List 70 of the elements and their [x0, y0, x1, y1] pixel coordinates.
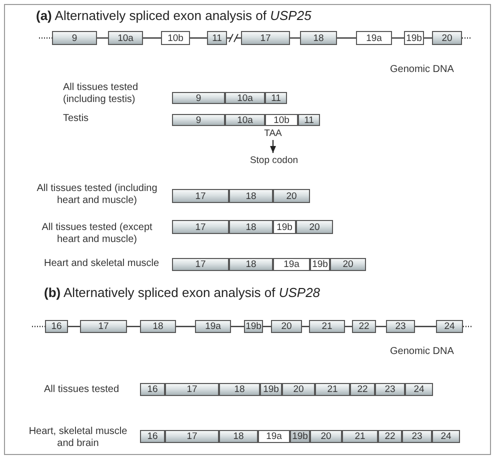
- exon-box: 16: [45, 320, 68, 333]
- exon-box: 17: [165, 430, 219, 443]
- exon-box: 22: [352, 320, 376, 333]
- exon-box: 20: [310, 430, 342, 443]
- exon-box: 17: [172, 220, 229, 234]
- exon-box: 18: [229, 220, 273, 234]
- exon-box: 18: [219, 383, 260, 396]
- tissue-label: All tissues tested: [44, 384, 120, 396]
- exon-box: 10b: [161, 31, 190, 45]
- exon-box: 24: [405, 383, 433, 396]
- tissue-label: Heart and skeletal muscle: [44, 258, 160, 270]
- exon-box: 17: [80, 320, 127, 333]
- exon-box: 20: [296, 220, 333, 234]
- exon-box: 24: [432, 430, 460, 443]
- exon-box: 23: [386, 320, 415, 333]
- exon-box: 9: [52, 31, 97, 45]
- exon-box: 19a: [258, 430, 290, 443]
- exon-box: 21: [342, 430, 378, 443]
- panel-heading: (b) Alternatively spliced exon analysis of USP28: [44, 287, 322, 299]
- exon-box: 21: [315, 383, 350, 396]
- exon-box: 20: [282, 383, 315, 396]
- exon-box: 19a: [273, 258, 310, 271]
- exon-box: 19b: [310, 258, 330, 271]
- exon-box: 10b: [265, 114, 298, 126]
- exon-box: 17: [241, 31, 290, 45]
- codon-label: TAA: [258, 127, 288, 139]
- exon-box: 19b: [273, 220, 296, 234]
- exon-box: 16: [140, 383, 165, 396]
- exon-box: 20: [432, 31, 462, 45]
- exon-box: 18: [300, 31, 337, 45]
- exon-box: 10a: [225, 114, 265, 126]
- exon-box: 23: [402, 430, 432, 443]
- exon-box: 17: [172, 189, 229, 203]
- axis-caption: Genomic DNA: [390, 346, 455, 358]
- exon-box: 19b: [290, 430, 310, 443]
- exon-box: 19b: [260, 383, 282, 396]
- exon-box: 19b: [404, 31, 424, 45]
- tissue-label: Heart, skeletal muscle and brain: [28, 426, 128, 450]
- exon-box: 20: [330, 258, 366, 271]
- exon-box: 18: [229, 189, 273, 203]
- annotation-text: Stop codon: [248, 154, 300, 166]
- exon-box: 9: [172, 92, 225, 104]
- exon-box: 22: [378, 430, 402, 443]
- tissue-label: All tissues tested (including heart and muscle): [36, 183, 158, 207]
- exon-box: 20: [273, 189, 310, 203]
- exon-box: 23: [375, 383, 405, 396]
- exon-box: 18: [219, 430, 258, 443]
- tissue-label: All tissues tested (including testis): [63, 82, 140, 106]
- exon-box: 22: [350, 383, 375, 396]
- exon-box: 16: [140, 430, 165, 443]
- exon-box: 21: [309, 320, 345, 333]
- exon-box: 9: [172, 114, 225, 126]
- exon-box: 11: [298, 114, 320, 126]
- exon-box: 19a: [356, 31, 392, 45]
- exon-box: 19b: [244, 320, 263, 333]
- tissue-label: All tissues tested (except heart and muscle): [40, 222, 154, 246]
- exon-box: 19a: [195, 320, 231, 333]
- exon-box: 18: [229, 258, 273, 271]
- exon-box: 10a: [108, 31, 143, 45]
- tissue-label: Testis: [63, 113, 90, 125]
- exon-box: 20: [271, 320, 302, 333]
- exon-box: 17: [165, 383, 219, 396]
- exon-box: 18: [140, 320, 176, 333]
- exon-box: 11: [265, 92, 287, 104]
- exon-box: 11: [207, 31, 227, 45]
- panel-heading: (a) Alternatively spliced exon analysis of USP25: [36, 10, 312, 22]
- exon-box: 24: [436, 320, 463, 333]
- exon-box: 10a: [225, 92, 265, 104]
- axis-caption: Genomic DNA: [390, 64, 455, 76]
- exon-box: 17: [172, 258, 229, 271]
